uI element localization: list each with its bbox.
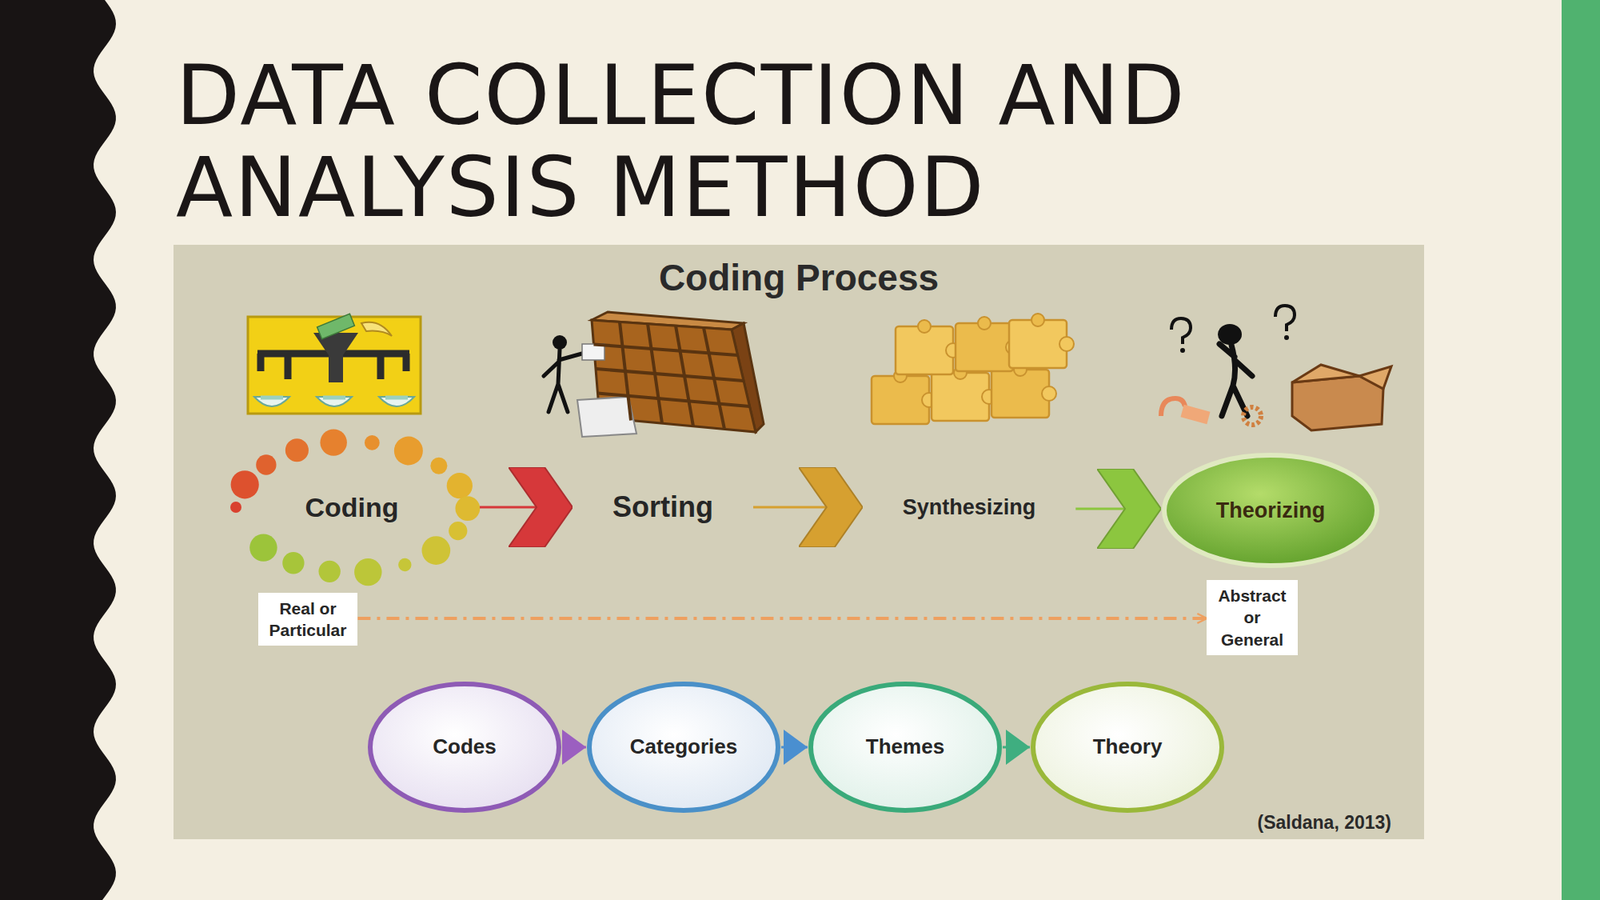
- node-text: Theory: [1093, 734, 1163, 759]
- ellipse-shape: [1033, 683, 1222, 810]
- question-mark: [1171, 305, 1295, 344]
- node-text: Codes: [432, 734, 496, 759]
- dot: [421, 535, 451, 565]
- scale-box: Abstract or General: [1206, 579, 1297, 655]
- thinker-icon: [1161, 305, 1392, 431]
- dot: [230, 501, 242, 513]
- box: [1292, 375, 1384, 431]
- shelf-board: [598, 393, 751, 407]
- dot: [319, 428, 347, 455]
- banknote: [317, 313, 356, 339]
- node-text: Coding: [304, 490, 399, 524]
- image-panel: [173, 244, 1425, 839]
- dot: [398, 558, 411, 571]
- gear: [1243, 406, 1261, 425]
- banana: [361, 322, 392, 336]
- bowl-content: [260, 395, 408, 400]
- dot: [319, 560, 341, 583]
- shelf-board: [595, 368, 744, 381]
- ellipse-shape: [810, 683, 1000, 810]
- bowl: [254, 396, 415, 407]
- dot: [446, 472, 473, 499]
- stage-circle: Categories: [586, 680, 782, 814]
- scale-box: Real or Particular: [258, 592, 359, 647]
- puzzle-knob: [1041, 386, 1057, 401]
- ellipse-shape: [370, 683, 559, 810]
- person-head: [1217, 323, 1242, 345]
- question-dot: [1180, 347, 1186, 353]
- citation: (Saldana, 2013): [1257, 811, 1392, 834]
- dot: [364, 434, 380, 451]
- connector: [753, 505, 863, 508]
- connector: [357, 616, 1207, 620]
- connector: [1075, 506, 1162, 510]
- step-label: Sorting: [572, 482, 754, 531]
- connector: [1002, 746, 1030, 749]
- piece: [1161, 398, 1186, 416]
- ellipse-shape: [1164, 454, 1377, 566]
- connector: [479, 506, 573, 509]
- machine-icon: [247, 313, 421, 414]
- stage-circle: Theory: [1029, 680, 1225, 814]
- step-label: Coding: [223, 434, 480, 579]
- dot: [354, 558, 382, 586]
- shelf-board: [675, 325, 694, 427]
- connector: [562, 746, 587, 749]
- node-text: Abstract or General: [1217, 584, 1286, 651]
- step-circle: Theorizing: [1161, 451, 1381, 569]
- dot: [285, 438, 309, 462]
- shelf-board: [619, 321, 631, 420]
- node-text: Synthesizing: [902, 494, 1037, 520]
- dot: [255, 454, 276, 475]
- node-text: Theorizing: [1216, 497, 1326, 523]
- dot: [454, 495, 480, 521]
- shelf-board: [594, 344, 739, 356]
- dot: [448, 521, 467, 540]
- funnel: [313, 332, 359, 383]
- ellipse-shape: [589, 683, 779, 810]
- node-text: Sorting: [612, 489, 714, 524]
- dot: [282, 551, 304, 574]
- wavy-band: [0, 0, 116, 900]
- step-label: Synthesizing: [862, 487, 1077, 527]
- node-text: Themes: [865, 734, 945, 759]
- piece: [1181, 404, 1211, 424]
- slide-title: DATA COLLECTION AND ANALYSIS METHOD: [175, 49, 1536, 234]
- shelf-board: [647, 323, 663, 423]
- panel-heading: Coding Process: [658, 255, 939, 300]
- question-dot: [1284, 335, 1289, 340]
- node-text: Categories: [630, 734, 738, 759]
- shelf-icon: [543, 311, 764, 437]
- shelf-board: [703, 327, 725, 430]
- dot: [231, 470, 260, 499]
- stage-circle: Themes: [807, 680, 1003, 814]
- puzzle-knob: [1059, 336, 1074, 352]
- dot-ring: [230, 428, 480, 586]
- node-text: Real or Particular: [269, 597, 348, 642]
- person-body: [1219, 343, 1253, 416]
- person-head: [552, 335, 567, 350]
- puzzle-knob: [917, 319, 931, 333]
- dot: [394, 436, 423, 466]
- connector: [781, 746, 808, 749]
- dot: [430, 457, 447, 475]
- box-flap: [1359, 366, 1392, 389]
- puzzle-knob: [1031, 313, 1045, 327]
- stage-circle: Codes: [367, 680, 563, 814]
- puzzle-icon: [871, 313, 1074, 424]
- side-bar: [1561, 0, 1600, 900]
- box-flap: [1292, 364, 1360, 383]
- puzzle-knob: [977, 316, 991, 330]
- dot: [249, 533, 277, 561]
